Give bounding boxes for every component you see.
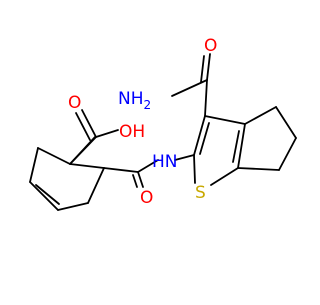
bond bbox=[87, 167, 105, 204]
bond bbox=[237, 123, 246, 169]
bond bbox=[29, 181, 59, 211]
atom-label-s: S bbox=[195, 183, 206, 203]
bond bbox=[278, 137, 297, 171]
bond bbox=[81, 109, 97, 138]
bond bbox=[103, 167, 139, 173]
molecule-diagram: OH O O NH2 HN O S bbox=[29, 36, 297, 211]
bond bbox=[69, 136, 97, 165]
bond bbox=[204, 115, 246, 125]
bond bbox=[95, 129, 119, 138]
structure-canvas: OH O O NH2 HN O S bbox=[29, 36, 297, 211]
bond bbox=[199, 122, 210, 155]
bond bbox=[37, 147, 71, 165]
bond bbox=[69, 163, 105, 169]
bond bbox=[200, 55, 205, 83]
bond bbox=[174, 154, 195, 161]
bond bbox=[75, 112, 91, 141]
bond bbox=[29, 147, 39, 183]
atom-labels: OH O O NH2 HN O S bbox=[68, 36, 217, 208]
atom-label-nh: HN bbox=[152, 152, 178, 172]
bond bbox=[206, 53, 211, 81]
bond bbox=[275, 106, 297, 139]
bond bbox=[232, 130, 240, 163]
bond bbox=[137, 159, 159, 173]
bond bbox=[35, 184, 60, 205]
atom-label-acid-o: O bbox=[68, 93, 81, 113]
atom-label-nh2: NH2 bbox=[118, 89, 151, 112]
bond bbox=[57, 202, 89, 211]
atom-label-amide-o-top: O bbox=[204, 36, 217, 56]
bond bbox=[237, 167, 280, 171]
bonds bbox=[29, 53, 297, 211]
bond bbox=[132, 174, 138, 188]
bond bbox=[193, 115, 206, 156]
atom-label-amide-o-bottom: O bbox=[140, 188, 153, 208]
bond bbox=[204, 79, 208, 117]
bond bbox=[137, 171, 144, 188]
bond bbox=[193, 154, 196, 184]
bond bbox=[210, 167, 239, 186]
atom-label-oh: OH bbox=[119, 122, 145, 142]
bond bbox=[244, 106, 277, 125]
